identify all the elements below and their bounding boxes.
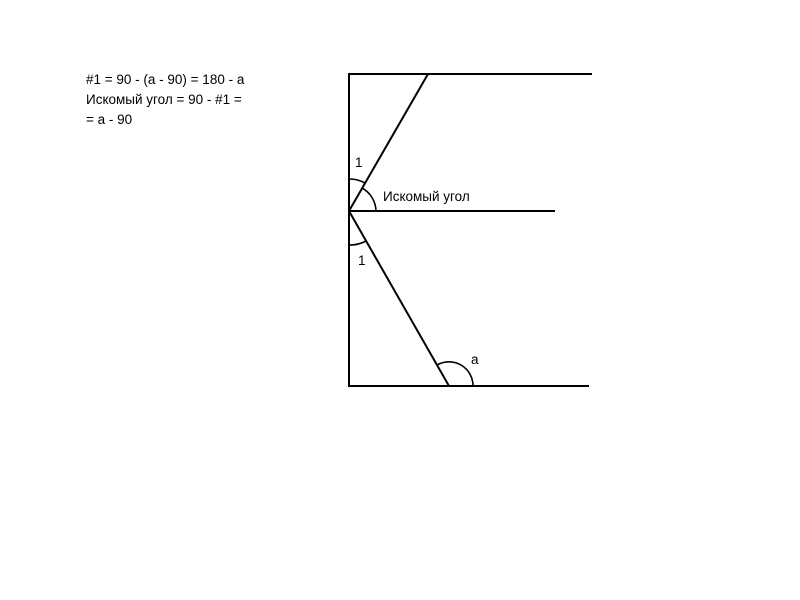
angle-label-1-top: 1 <box>355 155 363 170</box>
formula-line-2: Искомый угол = 90 - #1 = <box>86 92 242 107</box>
angle-arc-a <box>436 361 474 387</box>
lower-slanted-line <box>348 210 450 387</box>
formula-line-3: = a - 90 <box>86 112 133 127</box>
formula-line-1: #1 = 90 - (a - 90) = 180 - a <box>86 72 245 87</box>
angle-label-1-bottom: 1 <box>358 253 366 268</box>
angle-label-a: a <box>471 352 479 367</box>
angle-label-sought: Искомый угол <box>383 189 470 204</box>
formula-notes: #1 = 90 - (a - 90) = 180 - a Искомый уго… <box>86 70 306 130</box>
angle-arc-1-bottom <box>348 240 367 246</box>
angle-arc-1-top <box>348 178 366 184</box>
angle-arc-sought <box>361 187 377 212</box>
